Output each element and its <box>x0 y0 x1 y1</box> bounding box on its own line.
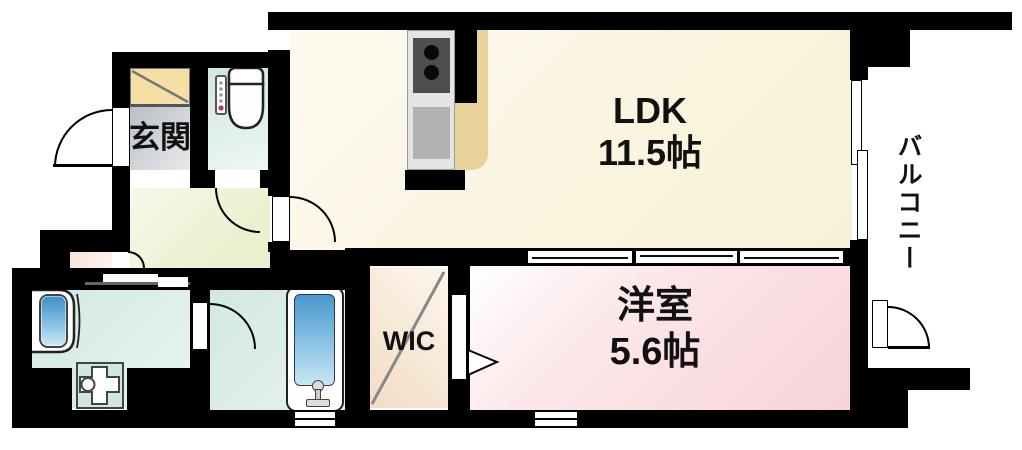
wall <box>32 368 72 410</box>
wall <box>850 240 868 428</box>
washing-machine-pan-icon <box>76 362 124 409</box>
washroom-sliding-door-panel <box>103 274 158 282</box>
wic-diagonal-line <box>370 271 446 405</box>
hall-storage-niche <box>70 250 112 268</box>
ldk-door-leaf <box>272 196 290 242</box>
bedroom-size: 5.6帖 <box>609 331 701 373</box>
label-wic: WIC <box>382 326 436 356</box>
kitchen-sink-icon <box>413 107 450 159</box>
label-ldk: LDK 11.5帖 <box>555 90 745 174</box>
balcony-sliding-window-sash <box>851 80 862 165</box>
bathroom-door-leaf <box>192 302 208 350</box>
bathroom-window <box>295 412 335 418</box>
bathtub-icon <box>286 286 344 412</box>
wall <box>112 68 130 107</box>
room-entrance <box>130 107 190 170</box>
wall <box>268 12 1012 30</box>
wall <box>190 68 208 170</box>
ldk-bedroom-slider-panel <box>636 251 737 263</box>
shoe-cabinet-icon <box>130 68 190 107</box>
kitchen-wall-column <box>452 28 477 103</box>
bedroom-balcony-door-chord <box>888 346 930 349</box>
kitchen-unit <box>407 30 455 170</box>
stove-icon <box>413 38 450 93</box>
toilet-door-opening <box>215 170 260 188</box>
balcony-sliding-window-sash <box>857 150 868 240</box>
wall <box>112 52 290 68</box>
washroom-sliding-door-panel <box>158 277 188 287</box>
wic-door-leaf <box>451 294 467 380</box>
wall <box>127 368 190 410</box>
wall <box>268 242 290 252</box>
washbasin-icon <box>27 288 81 354</box>
bathroom-window <box>295 420 335 426</box>
bedroom-balcony-door-leaf <box>872 300 888 348</box>
room-bedroom <box>470 266 850 410</box>
label-balcony: バルコニー <box>894 133 922 273</box>
wall <box>12 410 345 428</box>
ldk-name: LDK <box>613 90 687 131</box>
room-ldk <box>290 30 852 250</box>
wall <box>868 390 908 428</box>
wall <box>268 50 290 196</box>
ldk-size: 11.5帖 <box>597 132 703 173</box>
wic-door-direction-arrow <box>467 348 500 377</box>
bedroom-window <box>535 412 577 418</box>
ldk-bedroom-slider-panel <box>740 251 843 263</box>
toilet-icon <box>215 66 265 130</box>
wall <box>112 167 130 230</box>
wall <box>850 67 868 80</box>
bedroom-name: 洋室 <box>616 285 693 327</box>
wall <box>40 230 130 252</box>
ldk-bedroom-slider-panel <box>528 251 632 263</box>
wall <box>40 252 70 268</box>
wall <box>345 410 862 428</box>
bedroom-window <box>535 420 577 426</box>
wall <box>868 368 970 390</box>
label-bedroom: 洋室 5.6帖 <box>555 283 755 375</box>
entrance-door-swing-arc <box>54 109 112 167</box>
entrance-door-leaf <box>112 107 130 167</box>
washroom-sliding-door-track <box>85 282 190 285</box>
label-entrance: 玄関 <box>129 120 191 155</box>
wall <box>12 268 32 428</box>
wall <box>405 170 465 190</box>
wall <box>850 30 910 67</box>
